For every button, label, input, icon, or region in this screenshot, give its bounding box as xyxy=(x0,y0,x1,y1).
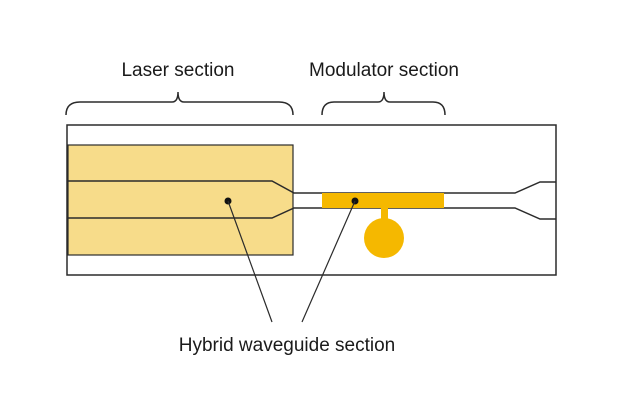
laser-section-label: Laser section xyxy=(121,60,234,81)
modulator-section-brace xyxy=(321,91,446,116)
leader-line-modulator xyxy=(301,200,356,323)
laser-section-brace xyxy=(65,91,294,116)
modulator-section-label: Modulator section xyxy=(309,60,459,81)
hybrid-waveguide-section-label: Hybrid waveguide section xyxy=(179,335,396,356)
modulator-electrode xyxy=(322,193,444,208)
modulator-contact-pad xyxy=(364,218,404,258)
leader-line-laser xyxy=(227,200,273,323)
laser-section-block xyxy=(67,144,294,256)
modulator-contact-stem xyxy=(381,207,388,219)
